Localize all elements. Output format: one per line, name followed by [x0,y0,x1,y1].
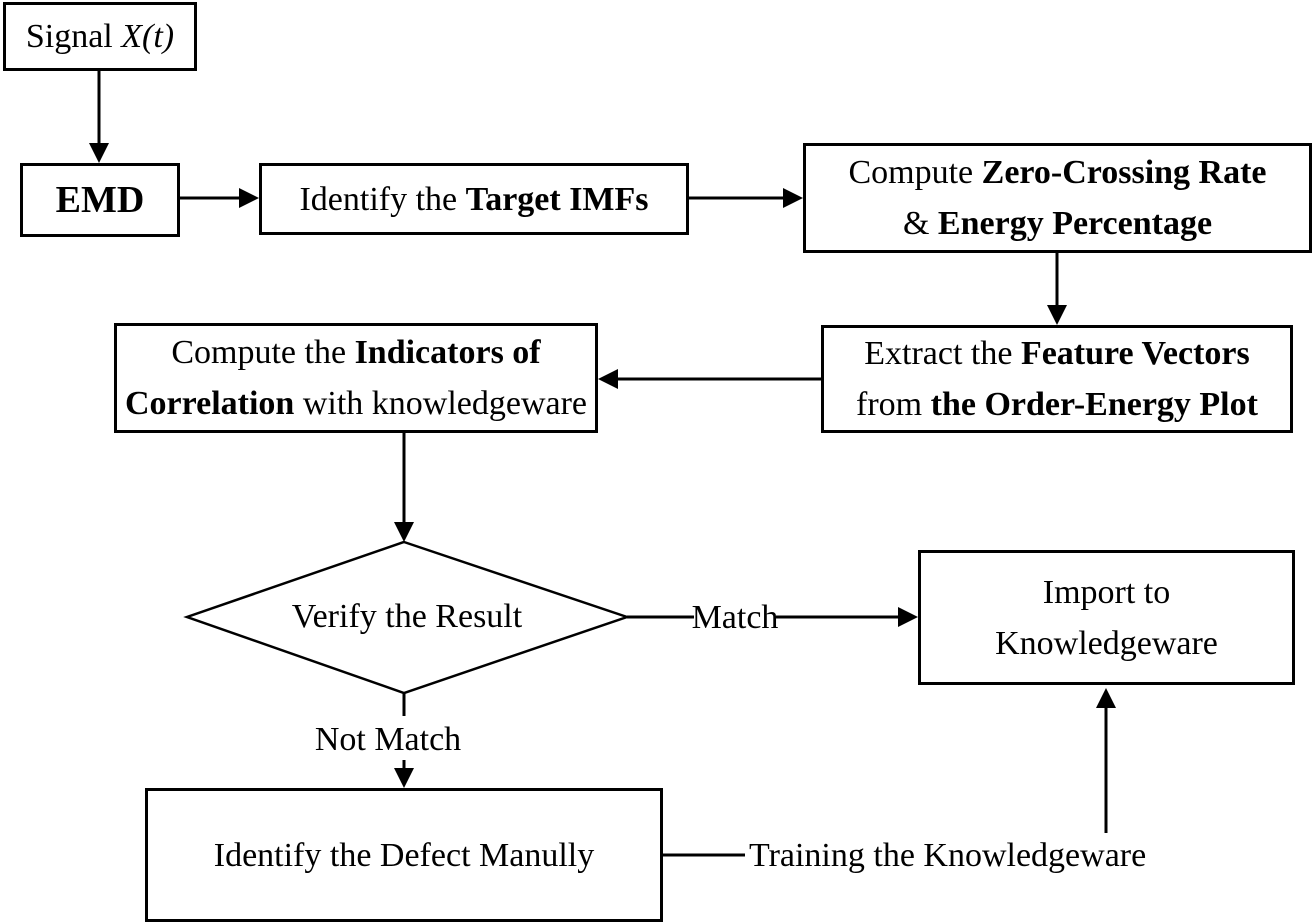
node-identify-imfs-label: Identify the Target IMFs [299,180,649,218]
node-compute-indicators-line2: Correlation with knowledgeware [124,385,588,422]
node-compute-indicators: Compute the Indicators of Correlation wi… [114,323,598,433]
arrowhead-into-import-bottom [1096,688,1116,708]
node-emd-label: EMD [55,178,145,221]
arrowhead-into-emd [89,143,109,163]
edge-label-not-match: Not Match [314,721,462,758]
node-import-line2: Knowledgeware [995,624,1218,662]
node-emd: EMD [20,163,180,237]
node-identify-defect-label: Identify the Defect Manully [213,836,595,874]
node-signal-label: Signal X(t) [25,18,175,55]
arrowhead-into-indicators [598,369,618,389]
node-extract-features-line2: from the Order-Energy Plot [856,386,1258,423]
node-signal: Signal X(t) [3,2,197,71]
node-compute-zcr-line2: & Energy Percentage [902,205,1213,242]
node-import-knowledgeware: Import to Knowledgeware [918,550,1295,685]
node-import-line1: Import to [1042,573,1171,611]
node-extract-features: Extract the Feature Vectors from the Ord… [821,325,1293,433]
node-extract-features-line1: Extract the Feature Vectors [864,335,1250,372]
arrowhead-into-zcr [783,188,803,208]
node-verify-result-label: Verify the Result [291,598,523,635]
arrowhead-into-defect [394,768,414,788]
node-compute-zcr: Compute Zero-Crossing Rate & Energy Perc… [803,143,1312,253]
edge-label-training: Training the Knowledgeware [749,837,1147,874]
node-compute-zcr-line1: Compute Zero-Crossing Rate [848,154,1267,191]
edge-label-match: Match [691,599,779,636]
node-identify-imfs: Identify the Target IMFs [259,163,689,235]
signal-math-xt: X(t) [121,18,175,55]
arrowhead-into-verify [394,522,414,542]
arrowhead-into-identify [239,188,259,208]
arrowhead-into-import [898,607,918,627]
node-compute-indicators-line1: Compute the Indicators of [171,334,541,371]
decision-diamond-shape [183,540,631,695]
node-identify-defect: Identify the Defect Manully [145,788,663,922]
arrowhead-into-extract [1047,305,1067,325]
